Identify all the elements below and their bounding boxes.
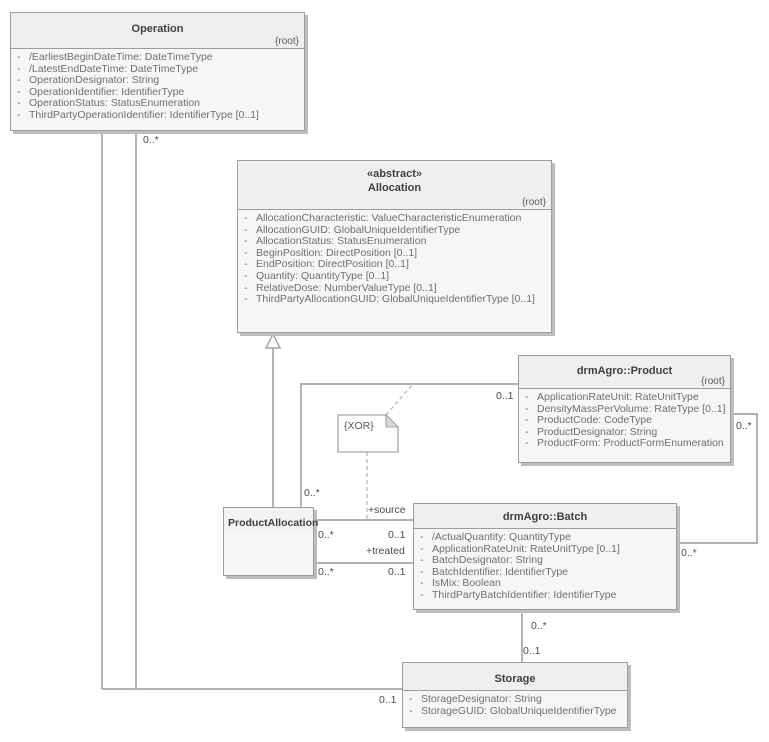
class-attribute[interactable]: -/LatestEndDateTime: DateTimeType (17, 62, 199, 75)
class-attribute[interactable]: -AllocationCharacteristic: ValueCharacte… (244, 212, 522, 224)
class-attribute[interactable]: -BatchDesignator: String (420, 554, 543, 567)
multiplicity-treated-batch-end: 0..1 (388, 566, 406, 578)
class-product[interactable]: drmAgro::Product {root} -ApplicationRate… (518, 355, 731, 463)
multiplicity-source-pa-end: 0..* (318, 529, 334, 541)
class-productallocation-name: ProductAllocation (228, 517, 319, 529)
class-operation-tag: {root} (275, 36, 299, 47)
class-attribute[interactable]: -/EarliestBeginDateTime: DateTimeType (17, 51, 213, 63)
association-productallocation-product[interactable] (300, 383, 518, 507)
class-attribute[interactable]: -IsMix: Boolean (420, 577, 501, 590)
class-attribute[interactable]: -ProductDesignator: String (525, 425, 658, 438)
xor-note-text: {XOR} (344, 420, 374, 432)
class-allocation-tag: {root} (522, 197, 546, 208)
multiplicity-batch-storage-storage-end: 0..1 (523, 645, 541, 657)
multiplicity-treated-pa-end: 0..* (318, 566, 334, 578)
class-attribute[interactable]: -ThirdPartyOperationIdentifier: Identifi… (17, 108, 259, 121)
class-productallocation[interactable]: ProductAllocation (223, 507, 319, 576)
class-attribute[interactable]: -ProductCode: CodeType (525, 414, 652, 427)
class-batch[interactable]: drmAgro::Batch -/ActualQuantity: Quantit… (413, 503, 677, 610)
class-operation-header: Operation {root} (11, 13, 304, 49)
multiplicity-storage-end: 0..1 (379, 694, 397, 706)
class-attribute[interactable]: -BeginPosition: DirectPosition [0..1] (244, 246, 418, 259)
class-product-tag: {root} (701, 376, 725, 387)
class-productallocation-header: ProductAllocation (224, 508, 319, 534)
class-storage-attributes: -StorageDesignator: String-StorageGUID: … (403, 691, 627, 719)
multiplicity-product-batch-batch-end: 0..* (681, 547, 697, 559)
class-attribute[interactable]: -ThirdPartyAllocationGUID: GlobalUniqueI… (244, 293, 535, 306)
multiplicity-product-batch-product-end: 0..* (736, 420, 752, 432)
class-attribute[interactable]: -EndPosition: DirectPosition [0..1] (244, 258, 409, 271)
association-operation-storage[interactable] (101, 131, 402, 690)
class-allocation-attributes: -AllocationCharacteristic: ValueCharacte… (238, 210, 551, 308)
class-attribute[interactable]: -DensityMassPerVolume: RateType [0..1] (525, 402, 726, 415)
class-attribute[interactable]: -StorageGUID: GlobalUniqueIdentifierType (409, 704, 617, 717)
class-batch-attributes: -/ActualQuantity: QuantityType-Applicati… (414, 529, 676, 604)
class-operation[interactable]: Operation {root} -/EarliestBeginDateTime… (10, 12, 305, 131)
class-storage-name: Storage (494, 673, 536, 685)
generalization-productallocation-allocation[interactable] (264, 332, 282, 507)
class-allocation-header: «abstract» Allocation {root} (238, 161, 551, 210)
class-operation-attributes: -/EarliestBeginDateTime: DateTimeType-/L… (11, 49, 304, 124)
multiplicity-pa-product-product-end: 0..1 (496, 390, 514, 402)
multiplicity-operation-end: 0..* (143, 134, 159, 146)
class-attribute[interactable]: -StorageDesignator: String (409, 693, 542, 705)
class-attribute[interactable]: -/ActualQuantity: QuantityType (420, 531, 571, 543)
class-product-header: drmAgro::Product {root} (519, 356, 730, 389)
class-attribute[interactable]: -OperationDesignator: String (17, 74, 160, 87)
class-allocation[interactable]: «abstract» Allocation {root} -Allocation… (237, 160, 552, 333)
multiplicity-pa-product-pa-end: 0..* (304, 487, 320, 499)
role-source: +source (368, 504, 406, 516)
class-batch-name: drmAgro::Batch (502, 511, 588, 523)
class-attribute[interactable]: -ApplicationRateUnit: RateUnitType (525, 391, 699, 403)
class-attribute[interactable]: -OperationStatus: StatusEnumeration (17, 97, 201, 110)
class-attribute[interactable]: -RelativeDose: NumberValueType [0..1] (244, 281, 437, 294)
class-storage[interactable]: Storage -StorageDesignator: String-Stora… (402, 662, 628, 728)
class-attribute[interactable]: -ProductForm: ProductFormEnumeration (525, 437, 724, 450)
class-attribute[interactable]: -BatchIdentifier: IdentifierType (420, 565, 568, 578)
role-treated: +treated (366, 545, 405, 557)
class-attribute[interactable]: -AllocationGUID: GlobalUniqueIdentifierT… (244, 223, 461, 236)
class-allocation-name: Allocation (367, 182, 422, 194)
xor-note-shape[interactable] (337, 413, 400, 453)
multiplicity-batch-storage-batch-end: 0..* (531, 620, 547, 632)
multiplicity-source-batch-end: 0..1 (388, 529, 406, 541)
class-product-name: drmAgro::Product (576, 365, 673, 377)
class-attribute[interactable]: -AllocationStatus: StatusEnumeration (244, 235, 427, 248)
class-batch-header: drmAgro::Batch (414, 504, 676, 529)
class-attribute[interactable]: -Quantity: QuantityType [0..1] (244, 269, 390, 282)
class-attribute[interactable]: -ApplicationRateUnit: RateUnitType [0..1… (420, 542, 620, 555)
class-storage-header: Storage (403, 663, 627, 691)
association-product-batch[interactable] (677, 413, 758, 544)
class-attribute[interactable]: -ThirdPartyBatchIdentifier: IdentifierTy… (420, 588, 617, 601)
class-attribute[interactable]: -OperationIdentifier: IdentifierType (17, 85, 185, 98)
class-operation-name: Operation (131, 23, 184, 35)
class-allocation-stereotype: «abstract» (366, 168, 423, 180)
class-product-attributes: -ApplicationRateUnit: RateUnitType-Densi… (519, 389, 730, 452)
